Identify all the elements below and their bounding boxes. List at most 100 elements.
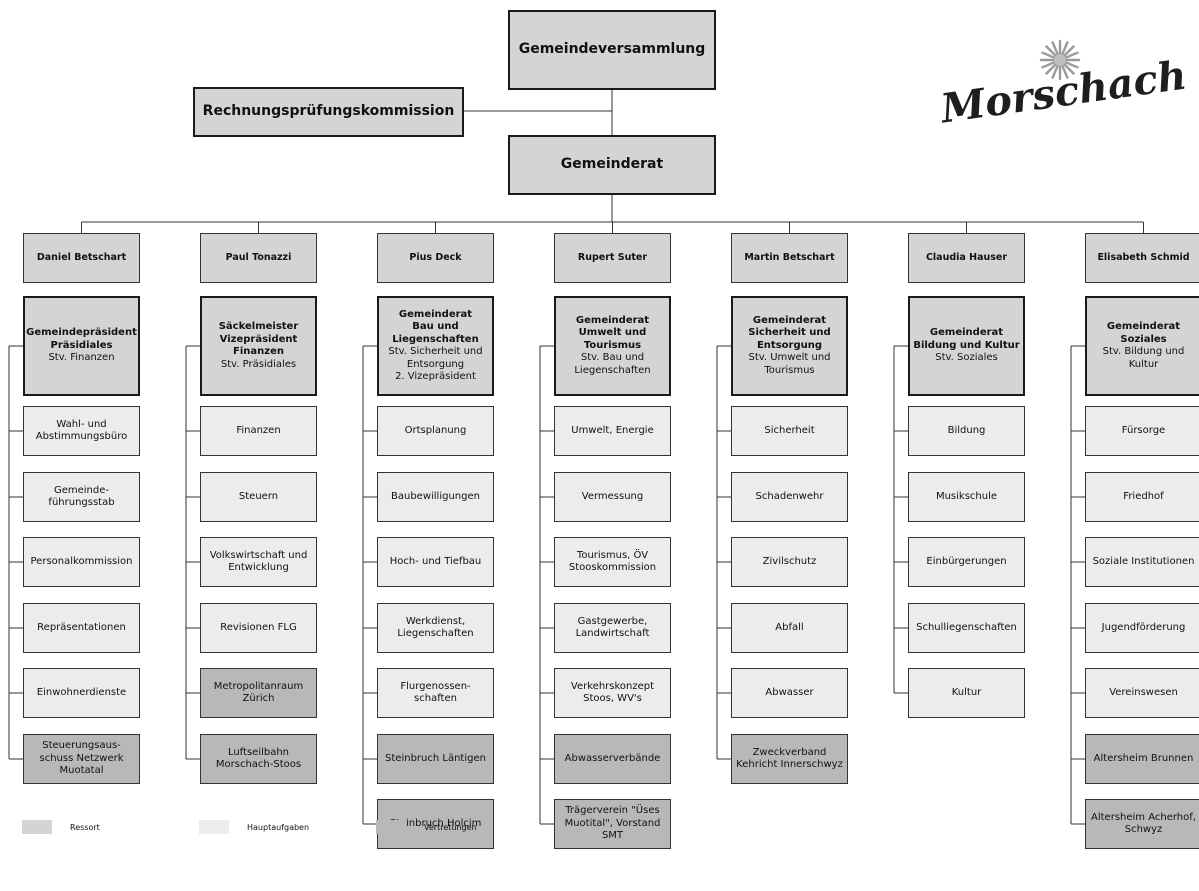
task-label: Vereinswesen xyxy=(1109,686,1178,698)
rechnungspruefungskommission-box: Rechnungsprüfungskommission xyxy=(193,87,464,137)
sun-star-icon xyxy=(1039,39,1081,81)
legend-hauptaufgaben-label: Hauptaufgaben xyxy=(247,822,310,832)
legend-ressort-label: Ressort xyxy=(70,822,100,832)
task-label: Wahl- und Abstimmungsbüro xyxy=(35,418,128,443)
ressort-title: Gemeindepräsident Präsidiales xyxy=(26,327,137,351)
person-name: Rupert Suter xyxy=(577,252,648,264)
vertretung-box: Trägerverein "Üses Muotital", Vorstand S… xyxy=(554,799,671,849)
legend-ressort-swatch xyxy=(22,820,52,834)
task-label: Abwasserverbände xyxy=(564,752,661,764)
hauptaufgabe-box: Jugendförderung xyxy=(1085,603,1199,653)
task-label: Finanzen xyxy=(236,424,281,436)
vertretung-box: Abwasserverbände xyxy=(554,734,671,784)
ressort-title: Gemeinderat Bildung und Kultur xyxy=(913,327,1020,351)
task-label: Volkswirtschaft und Entwicklung xyxy=(209,549,308,574)
legend-vertretungen-label: Vertretungen xyxy=(424,822,477,832)
person-name: Claudia Hauser xyxy=(925,252,1008,264)
task-label: Steinbruch Läntigen xyxy=(385,752,486,764)
task-label: Abfall xyxy=(775,621,804,633)
hauptaufgabe-box: Wahl- und Abstimmungsbüro xyxy=(23,406,140,456)
task-label: Steinbruch Holcim xyxy=(389,817,482,829)
legend-hauptaufgaben-swatch xyxy=(199,820,229,834)
task-label: Einbürgerungen xyxy=(926,555,1007,567)
task-label: Hoch- und Tiefbau xyxy=(389,555,482,567)
hauptaufgabe-box: Tourismus, ÖV Stooskommission xyxy=(554,537,671,587)
task-label: Sicherheit xyxy=(764,424,815,436)
hauptaufgabe-box: Sicherheit xyxy=(731,406,848,456)
hauptaufgabe-box: Bildung xyxy=(908,406,1025,456)
task-label: Luftseilbahn Morschach-Stoos xyxy=(215,746,302,771)
ressort-deputy: Stv. Präsidiales xyxy=(220,358,297,370)
task-label: Ortsplanung xyxy=(404,424,467,436)
hauptaufgabe-box: Friedhof xyxy=(1085,472,1199,522)
task-label: Zivilschutz xyxy=(762,555,817,567)
ressort-title: Gemeinderat Soziales xyxy=(1106,321,1181,345)
hauptaufgabe-box: Kultur xyxy=(908,668,1025,718)
person-name: Paul Tonazzi xyxy=(225,252,292,264)
task-label: Repräsentationen xyxy=(37,621,126,633)
person-name: Pius Deck xyxy=(409,252,462,264)
person-name-box: Daniel Betschart xyxy=(23,233,140,283)
hauptaufgabe-box: Einbürgerungen xyxy=(908,537,1025,587)
legend-vertretungen-swatch xyxy=(376,820,406,834)
task-label: Musikschule xyxy=(935,490,998,502)
task-label: Revisionen FLG xyxy=(220,621,297,633)
legend-vertretungen: Vertretungen xyxy=(376,820,477,834)
task-label: Vermessung xyxy=(581,490,644,502)
task-label: Gemeinde- führungsstab xyxy=(48,484,115,509)
hauptaufgabe-box: Gemeinde- führungsstab xyxy=(23,472,140,522)
task-label: Abwasser xyxy=(765,686,814,698)
task-label: Altersheim Brunnen xyxy=(1093,752,1194,764)
person-name-box: Elisabeth Schmid xyxy=(1085,233,1199,283)
vertretung-box: Steuerungsaus- schuss Netzwerk Muotatal xyxy=(23,734,140,784)
person-name-box: Martin Betschart xyxy=(731,233,848,283)
gemeindeversammlung-label: Gemeindeversammlung xyxy=(518,41,706,58)
vertretung-box: Luftseilbahn Morschach-Stoos xyxy=(200,734,317,784)
hauptaufgabe-box: Repräsentationen xyxy=(23,603,140,653)
ressort-deputy: Stv. Sicherheit und Entsorgung 2. Vizepr… xyxy=(388,346,483,382)
task-label: Fürsorge xyxy=(1121,424,1166,436)
legend-hauptaufgaben: Hauptaufgaben xyxy=(199,820,309,834)
task-label: Schulliegenschaften xyxy=(916,621,1017,633)
hauptaufgabe-box: Personalkommission xyxy=(23,537,140,587)
task-label: Metropolitanraum Zürich xyxy=(213,680,304,705)
task-label: Bildung xyxy=(947,424,986,436)
task-label: Verkehrskonzept Stoos, WV's xyxy=(570,680,655,705)
hauptaufgabe-box: Ortsplanung xyxy=(377,406,494,456)
task-label: Zweckverband Kehricht Innerschwyz xyxy=(736,746,843,771)
ressort-deputy: Stv. Soziales xyxy=(935,352,998,364)
hauptaufgabe-box: Umwelt, Energie xyxy=(554,406,671,456)
task-label: Steuerungsaus- schuss Netzwerk Muotatal xyxy=(39,740,124,777)
person-name-box: Claudia Hauser xyxy=(908,233,1025,283)
task-label: Flurgenossen- schaften xyxy=(400,680,471,705)
hauptaufgabe-box: Werkdienst, Liegenschaften xyxy=(377,603,494,653)
hauptaufgabe-box: Flurgenossen- schaften xyxy=(377,668,494,718)
task-label: Werkdienst, Liegenschaften xyxy=(397,615,474,640)
hauptaufgabe-box: Baubewilligungen xyxy=(377,472,494,522)
person-name: Elisabeth Schmid xyxy=(1097,252,1190,264)
task-label: Kultur xyxy=(951,686,982,698)
vertretung-box: Steinbruch Läntigen xyxy=(377,734,494,784)
hauptaufgabe-box: Volkswirtschaft und Entwicklung xyxy=(200,537,317,587)
task-label: Altersheim Acherhof, Schwyz xyxy=(1091,811,1196,836)
hauptaufgabe-box: Musikschule xyxy=(908,472,1025,522)
legend-ressort: Ressort xyxy=(22,820,100,834)
hauptaufgabe-box: Verkehrskonzept Stoos, WV's xyxy=(554,668,671,718)
hauptaufgabe-box: Soziale Institutionen xyxy=(1085,537,1199,587)
ressort-deputy: Stv. Umwelt und Tourismus xyxy=(748,352,831,376)
hauptaufgabe-box: Steuern xyxy=(200,472,317,522)
vertretung-box: Zweckverband Kehricht Innerschwyz xyxy=(731,734,848,784)
person-name: Martin Betschart xyxy=(744,252,835,264)
person-name: Daniel Betschart xyxy=(36,252,127,264)
hauptaufgabe-box: Vereinswesen xyxy=(1085,668,1199,718)
vertretung-box: Altersheim Acherhof, Schwyz xyxy=(1085,799,1199,849)
gemeindeversammlung-box: Gemeindeversammlung xyxy=(508,10,716,90)
person-name-box: Pius Deck xyxy=(377,233,494,283)
hauptaufgabe-box: Einwohnerdienste xyxy=(23,668,140,718)
hauptaufgabe-box: Finanzen xyxy=(200,406,317,456)
task-label: Schadenwehr xyxy=(755,490,824,502)
